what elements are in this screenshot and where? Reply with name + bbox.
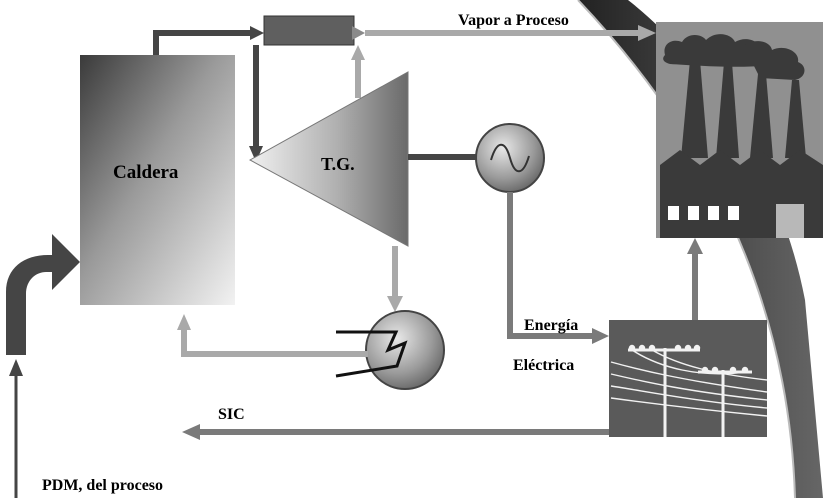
boiler-steam-line [153,30,250,55]
arrowhead [687,238,703,254]
arrowhead [9,359,23,376]
background-wedge-edge [577,0,796,499]
electric-line [507,192,594,339]
arrowhead [352,26,365,40]
arrowhead [177,314,191,330]
arrowhead [638,25,656,41]
arrowhead [250,26,264,40]
arrowhead [592,328,609,344]
arrowhead [387,296,403,312]
boiler-box [80,55,235,305]
factory-icon [656,22,823,238]
fuel-bent-arrow [6,234,80,355]
fuel-label: PDM, del proceso [42,477,163,494]
sine-wave-icon [490,143,530,173]
power-lines-icon [610,344,768,437]
arrowhead [182,424,200,440]
steam-to-process-label: Vapor a Proceso [458,12,569,29]
turbine-label: T.G. [321,154,355,174]
arrowhead [351,45,365,60]
arrowhead [249,146,263,162]
energy-label: Energía [524,317,578,334]
electric-label: Eléctrica [513,357,574,374]
condenser-icon [335,330,408,378]
superheater-block [263,15,355,46]
condenser [365,310,445,390]
grid-box [609,320,767,437]
boiler-label: Caldera [113,162,179,183]
sic-label: SIC [218,406,245,423]
condensate-return-line [181,328,368,357]
